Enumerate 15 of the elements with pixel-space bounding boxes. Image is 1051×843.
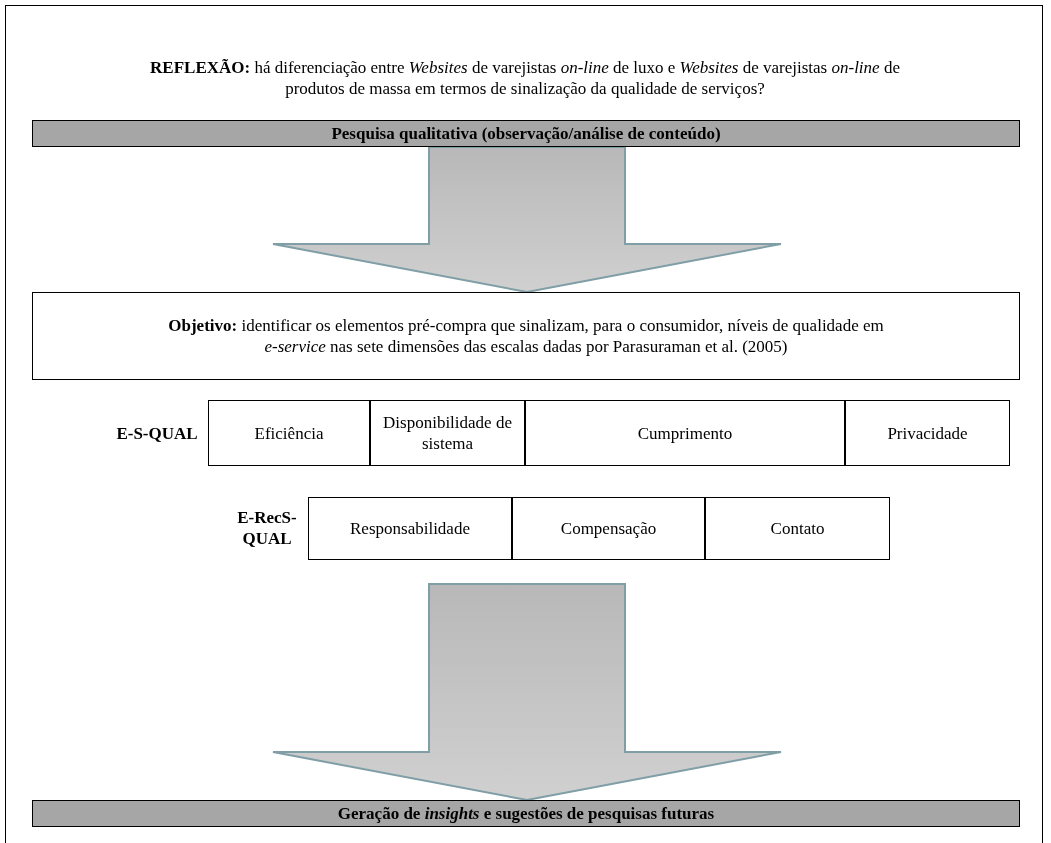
header-bar: Geração de insights e sugestões de pesquisas futuras bbox=[32, 800, 1020, 827]
header-bar: Pesquisa qualitativa (observação/análise de conteúdo) bbox=[32, 120, 1020, 147]
row-heading: E-RecS-QUAL bbox=[236, 510, 298, 546]
question-text: REFLEXÃO: há diferenciação entre Websites de varejistas on-line de luxo e Websites de varejistas on-line de produtos de massa em termos de sinalização da qualidade de serviços? bbox=[149, 57, 901, 100]
row-heading: E-S-QUAL bbox=[115, 422, 199, 445]
dimension-cell: Compensação bbox=[512, 497, 705, 560]
dimension-cell: Responsabilidade bbox=[308, 497, 512, 560]
dimension-cell: Privacidade bbox=[845, 400, 1010, 466]
dimension-cell: Eficiência bbox=[208, 400, 370, 466]
block-arrow bbox=[272, 583, 782, 801]
dimension-cell: Contato bbox=[705, 497, 890, 560]
objective-panel: Objetivo: identificar os elementos pré-compra que sinalizam, para o consumidor, níveis de qualidade em e-service nas sete dimensões das escalas dadas por Parasuraman et al. (2005) bbox=[32, 292, 1020, 380]
block-arrow bbox=[272, 146, 782, 293]
dimension-cell: Cumprimento bbox=[525, 400, 845, 466]
dimension-cell: Disponibilidade de sistema bbox=[370, 400, 525, 466]
